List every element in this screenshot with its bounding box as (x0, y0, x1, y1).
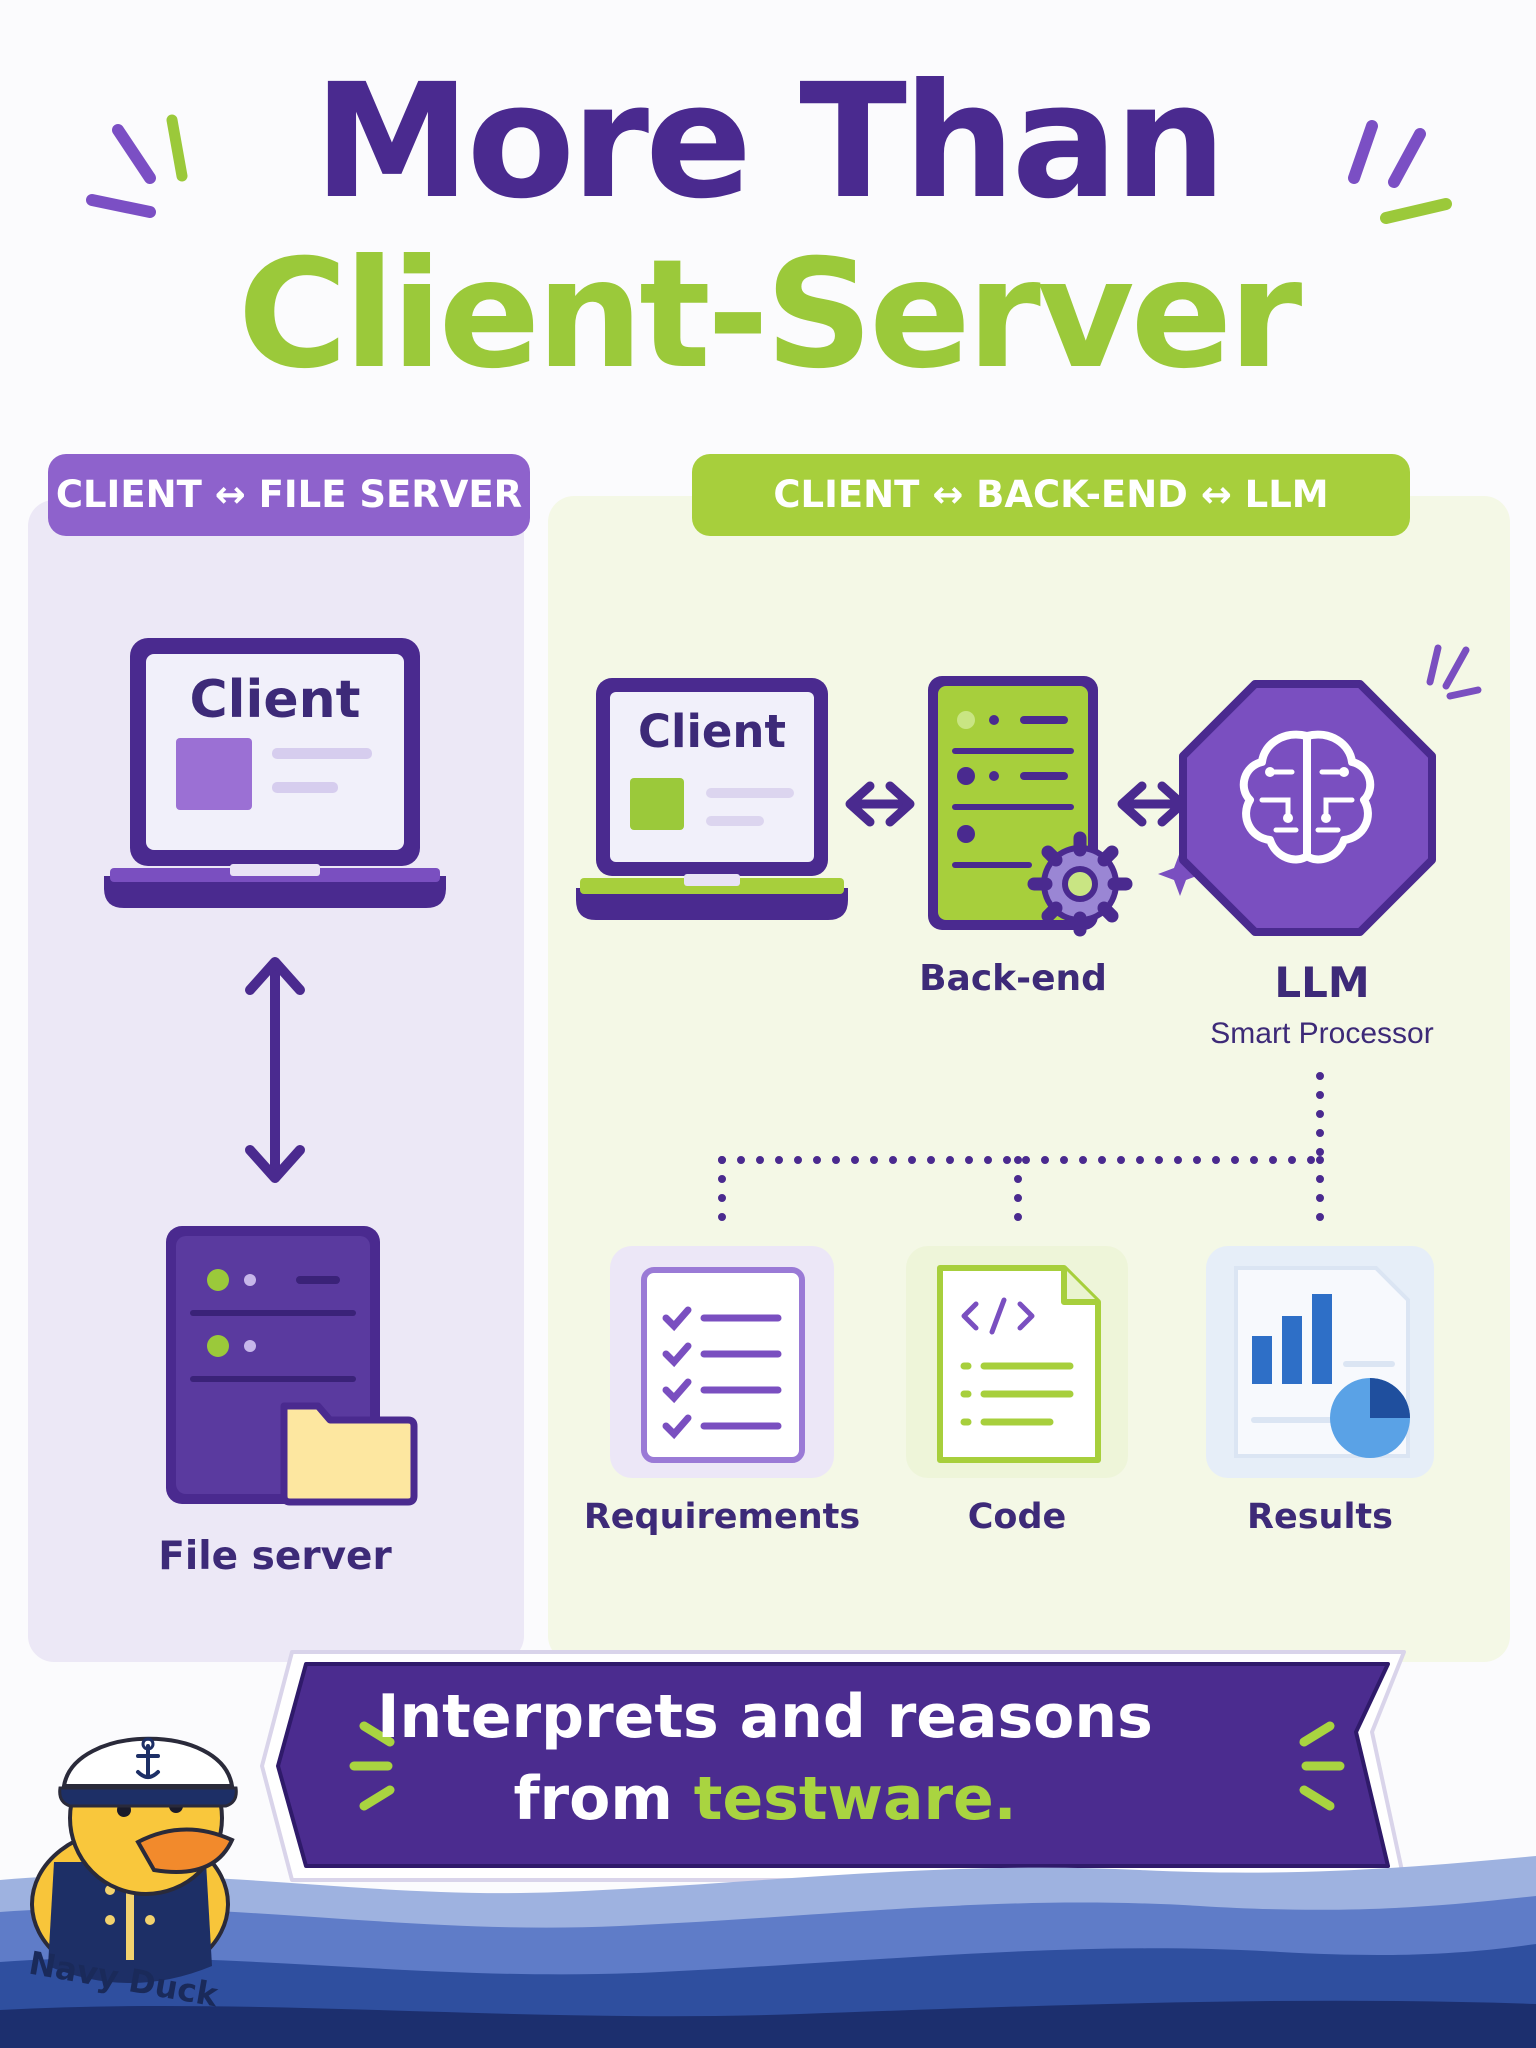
bidirectional-arrow-horizontal-icon (1117, 781, 1187, 827)
banner-accent: testware. (693, 1764, 1017, 1834)
bidirectional-arrow-vertical-icon (245, 957, 305, 1183)
code-label: Code (967, 1497, 1067, 1537)
code-document-icon (960, 1297, 1074, 1426)
llm-brain-icon (1179, 680, 1436, 936)
requirements-label: Requirements (583, 1497, 861, 1537)
file-server-header: CLIENT ↔ FILE SERVER (48, 454, 530, 536)
banner-line-2-prefix: from (513, 1764, 694, 1834)
client-label: Client (638, 705, 786, 758)
client-laptop-icon (104, 638, 446, 908)
title-line-2: Client-Server (237, 228, 1303, 402)
banner-line-1: Interprets and reasons (377, 1682, 1153, 1752)
dotted-connector (718, 1072, 1324, 1230)
client-label: Client (189, 670, 361, 730)
sparkle-right-icon (1348, 120, 1452, 224)
code-card (906, 1246, 1128, 1478)
llm-sublabel: Smart Processor (1210, 1017, 1434, 1050)
results-label: Results (1247, 1497, 1393, 1537)
banner-text: Interprets and reasons from testware. (340, 1676, 1190, 1840)
bidirectional-arrow-horizontal-icon (845, 781, 915, 827)
navy-duck-mascot-icon (30, 1736, 238, 1983)
file-server-icon (166, 1226, 418, 1506)
results-card (1206, 1246, 1434, 1478)
llm-label: LLM (1274, 958, 1370, 1007)
banner-line-2: from testware. (340, 1758, 1190, 1840)
checklist-document-icon (662, 1306, 782, 1440)
sparkle-icon (1158, 644, 1482, 896)
back-end-label: Back-end (919, 958, 1107, 999)
summary-banner (260, 1650, 1406, 1882)
gear-icon (1027, 831, 1133, 937)
wave-decoration (0, 1856, 1536, 2048)
client-laptop-icon (576, 678, 848, 920)
file-server-label: File server (158, 1534, 392, 1579)
title-line-1: More Than (313, 50, 1226, 234)
sparkle-left-icon (86, 114, 188, 218)
chart-document-icon (1251, 1294, 1410, 1458)
llm-architecture-header: CLIENT ↔ BACK-END ↔ LLM (692, 454, 1410, 536)
requirements-card (610, 1246, 834, 1478)
